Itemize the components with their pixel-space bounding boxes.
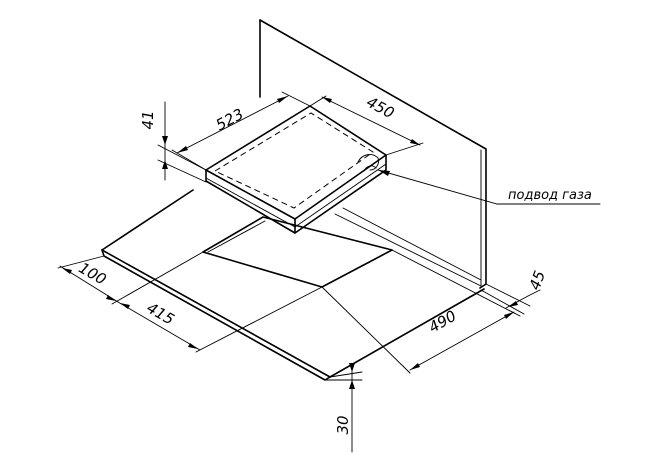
dim-100-lines bbox=[57, 251, 204, 305]
gas-supply-label: подвод газа bbox=[508, 188, 592, 203]
dim-450-lines bbox=[309, 95, 424, 156]
dim-523-lines bbox=[171, 91, 311, 171]
back-wall bbox=[259, 19, 487, 289]
dim-100: 100 bbox=[76, 259, 110, 289]
dim-490-lines bbox=[321, 249, 521, 374]
dim-415-lines bbox=[117, 286, 323, 353]
dim-41: 41 bbox=[139, 110, 157, 129]
dim-30: 30 bbox=[334, 415, 352, 434]
countertop bbox=[101, 189, 485, 381]
dim-450: 450 bbox=[363, 93, 397, 122]
dim-490: 490 bbox=[426, 307, 460, 337]
dim-30-lines bbox=[324, 363, 363, 453]
dim-45-lines bbox=[480, 283, 541, 315]
dim-523: 523 bbox=[213, 105, 247, 134]
dim-45: 45 bbox=[526, 268, 549, 292]
countertop-cutout bbox=[202, 216, 393, 288]
dim-415: 415 bbox=[144, 299, 178, 329]
gas-supply-leader bbox=[377, 169, 601, 205]
dim-41-lines bbox=[157, 101, 207, 183]
